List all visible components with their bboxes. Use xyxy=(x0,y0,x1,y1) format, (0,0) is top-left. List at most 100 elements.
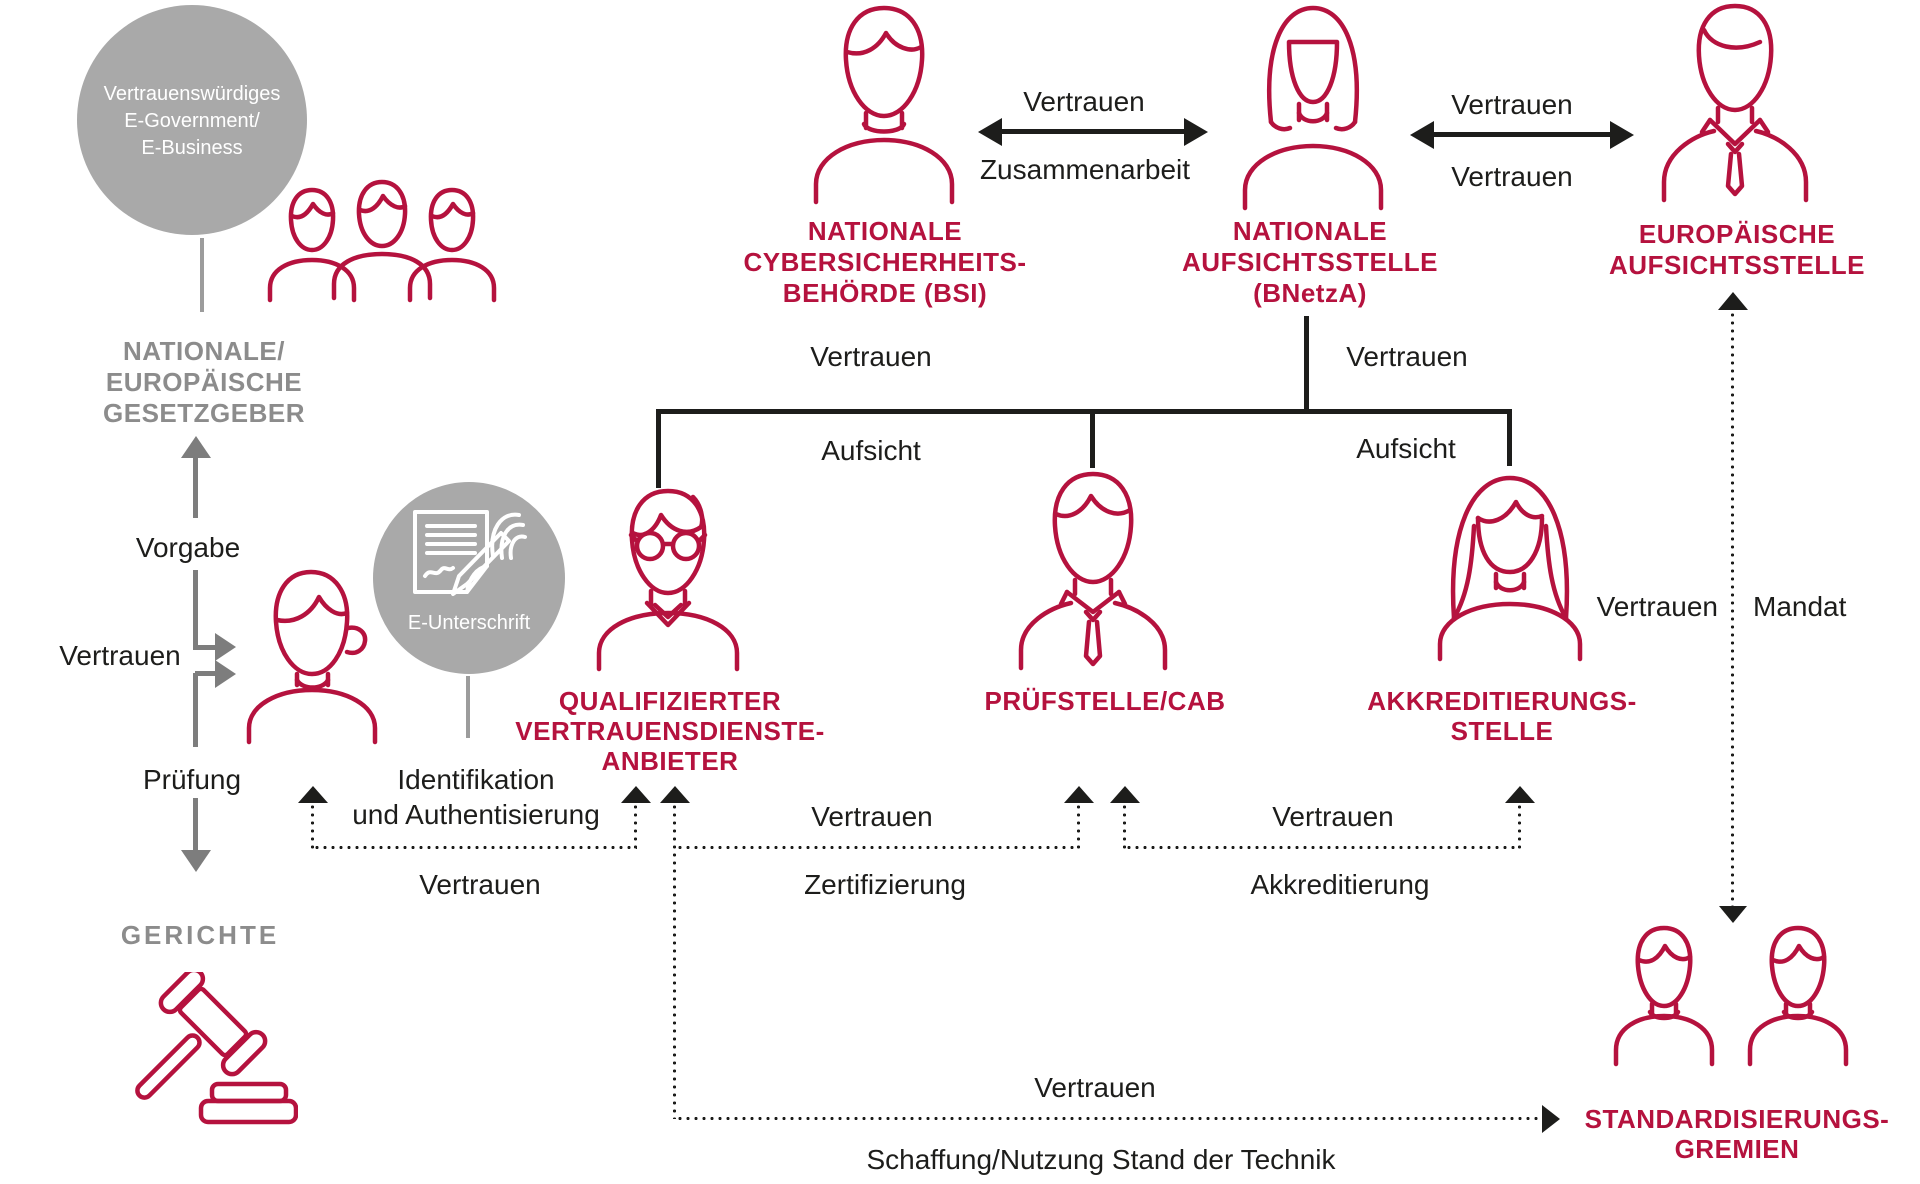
bnetza-eu-arrow-line xyxy=(1432,132,1612,137)
bsi-bnetza-zusammenarbeit-label: Zusammenarbeit xyxy=(979,154,1191,185)
esign-bubble-label: E-Unterschrift xyxy=(407,612,531,634)
eu-supervisory-line-2: AUFSICHTSSTELLE xyxy=(1609,250,1865,280)
bnetza-eu-arrowhead-right xyxy=(1610,121,1634,149)
trustworthy-egovernment-text: Vertrauenswürdiges E-Government/ E-Busin… xyxy=(77,81,307,162)
cab-accreditation-vertrauen-label: Vertrauen xyxy=(1272,801,1394,832)
citizen-user-icon xyxy=(235,562,395,746)
qtsp-dotted-arrowhead-up-2 xyxy=(660,786,690,803)
accreditation-label: AKKREDITIERUNGS- STELLE xyxy=(1367,686,1636,746)
eu-std-vertrauen-label: Vertrauen xyxy=(1596,591,1718,622)
citizen-dotted-stem xyxy=(311,803,314,849)
bnetza-line-3: (BNetzA) xyxy=(1253,278,1367,308)
cab-dotted-arrowhead-up-2 xyxy=(1110,786,1140,803)
bsi-bnetza-arrow-line xyxy=(1000,129,1186,134)
eu-std-mandat-label: Mandat xyxy=(1753,591,1847,622)
identification-line-1: Identifikation xyxy=(397,764,555,795)
bubble-line-2: E-Government/ xyxy=(124,110,260,132)
bsi-label: NATIONALE CYBERSICHERHEITS- BEHÖRDE (BSI… xyxy=(744,216,1027,309)
bsi-line-2: CYBERSICHERHEITS- xyxy=(743,247,1027,277)
citizen-qtsp-dotted-line xyxy=(313,846,637,849)
vertrauen-arrowhead-right-lower xyxy=(215,660,236,688)
cab-person-icon xyxy=(1003,468,1183,672)
eu-supervisory-person-icon xyxy=(1648,0,1822,204)
qtsp-cab-vertrauen-label: Vertrauen xyxy=(811,801,933,832)
bubble-line-1: Vertrauenswürdiges xyxy=(103,83,281,105)
accreditation-person-icon xyxy=(1422,468,1597,663)
vorgabe-arrowhead-up xyxy=(181,436,211,458)
trustworthy-egovernment-bubble: Vertrauenswürdiges E-Government/ E-Busin… xyxy=(77,5,307,235)
qtsp-dotted-arrowhead-up-1 xyxy=(621,786,651,803)
bsi-bnetza-arrowhead-right xyxy=(1184,118,1208,146)
esign-bubble: E-Unterschrift xyxy=(373,482,565,674)
bracket-right-aufsicht-label: Aufsicht xyxy=(1356,433,1456,464)
bnetza-line-2: AUFSICHTSSTELLE xyxy=(1182,247,1438,277)
qtsp-dotted-stem-2 xyxy=(673,803,676,1119)
bottom-vertrauen-label: Vertrauen xyxy=(1034,1072,1156,1103)
pruefung-stem-lower xyxy=(193,798,198,850)
bracket-tick-qtsp xyxy=(656,409,661,488)
qtsp-line-2: VERTRAUENSDIENSTE- xyxy=(515,716,825,746)
qtsp-cab-zertifizierung-label: Zertifizierung xyxy=(804,869,966,900)
legislators-label: NATIONALE/ EUROPÄISCHE GESETZGEBER xyxy=(103,336,305,429)
eu-std-dotted-line xyxy=(1731,311,1734,906)
bnetza-eu-vertrauen-bottom-label: Vertrauen xyxy=(1451,161,1573,192)
cab-dotted-stem-2 xyxy=(1123,803,1126,849)
citizens-group-icon xyxy=(266,178,498,326)
pruefung-label: Prüfung xyxy=(142,764,242,795)
vorgabe-stem-upper xyxy=(193,458,198,518)
vorgabe-stem-lower xyxy=(193,570,198,650)
bsi-line-1: NATIONALE xyxy=(807,216,963,246)
cab-accreditation-dotted-line xyxy=(1125,846,1520,849)
esignature-document-icon xyxy=(403,506,535,610)
cab-dotted-arrowhead-up-1 xyxy=(1064,786,1094,803)
bracket-left-vertrauen-label: Vertrauen xyxy=(810,341,932,372)
courts-label: GERICHTE xyxy=(120,920,280,950)
vertrauen-elbow-upper xyxy=(195,645,215,650)
gerichte-arrowhead-down xyxy=(181,850,211,872)
accreditation-line-2: STELLE xyxy=(1450,716,1554,746)
bracket-right-vertrauen-label: Vertrauen xyxy=(1346,341,1468,372)
bottom-schaffung-label: Schaffung/Nutzung Stand der Technik xyxy=(866,1144,1336,1175)
legislators-line-1: NATIONALE/ xyxy=(123,336,285,366)
qtsp-line-3: ANBIETER xyxy=(601,746,739,776)
bnetza-label: NATIONALE AUFSICHTSSTELLE (BNetzA) xyxy=(1182,216,1438,309)
vertrauen-citizen-label: Vertrauen xyxy=(59,640,181,671)
legislators-line-3: GESETZGEBER xyxy=(103,398,305,428)
qtsp-dotted-stem-1 xyxy=(634,803,637,849)
qtsp-line-1: QUALIFIZIERTER xyxy=(558,686,782,716)
gavel-icon xyxy=(108,972,298,1132)
bnetza-eu-vertrauen-top-label: Vertrauen xyxy=(1451,89,1573,120)
identification-line-2: und Authentisierung xyxy=(352,799,600,830)
standardization-label: STANDARDISIERUNGS- GREMIEN xyxy=(1585,1104,1890,1164)
bnetza-line-1: NATIONALE xyxy=(1232,216,1388,246)
bubble-line-3: E-Business xyxy=(141,137,243,159)
qtsp-cab-dotted-line xyxy=(676,846,1079,849)
legislators-line-2: EUROPÄISCHE xyxy=(105,367,303,397)
bsi-person-icon xyxy=(798,0,970,206)
vertrauen-arrowhead-right-upper xyxy=(215,633,236,661)
bracket-left-aufsicht-label: Aufsicht xyxy=(821,435,921,466)
qtsp-std-dotted-line xyxy=(676,1117,1542,1120)
bracket-tick-accreditation xyxy=(1507,409,1512,466)
citizen-qtsp-vertrauen-label: Vertrauen xyxy=(419,869,541,900)
standardization-line-2: GREMIEN xyxy=(1674,1134,1800,1164)
accreditation-dotted-stem xyxy=(1518,803,1521,849)
bnetza-eu-arrowhead-left xyxy=(1410,121,1434,149)
bnetza-bracket-stem xyxy=(1304,316,1309,411)
bubble-connector-line xyxy=(200,238,204,312)
pruefung-stem-upper xyxy=(193,673,198,747)
bsi-bnetza-vertrauen-label: Vertrauen xyxy=(1023,86,1145,117)
bracket-bar xyxy=(656,409,1512,414)
eu-supervisory-label: EUROPÄISCHE AUFSICHTSSTELLE xyxy=(1609,219,1865,281)
qtsp-std-arrowhead-right xyxy=(1542,1105,1560,1133)
cab-label: PRÜFSTELLE/CAB xyxy=(984,686,1226,716)
bsi-bnetza-arrowhead-left xyxy=(978,118,1002,146)
qtsp-person-icon xyxy=(583,483,753,673)
standardization-group-icon xyxy=(1606,922,1856,1067)
accreditation-line-1: AKKREDITIERUNGS- xyxy=(1367,686,1637,716)
esign-connector-line xyxy=(466,676,470,738)
eu-supervisory-line-1: EUROPÄISCHE xyxy=(1638,219,1836,249)
eu-std-arrowhead-down xyxy=(1719,906,1747,923)
vorgabe-label: Vorgabe xyxy=(135,532,241,563)
identification-label: Identifikation und Authentisierung xyxy=(352,762,600,832)
